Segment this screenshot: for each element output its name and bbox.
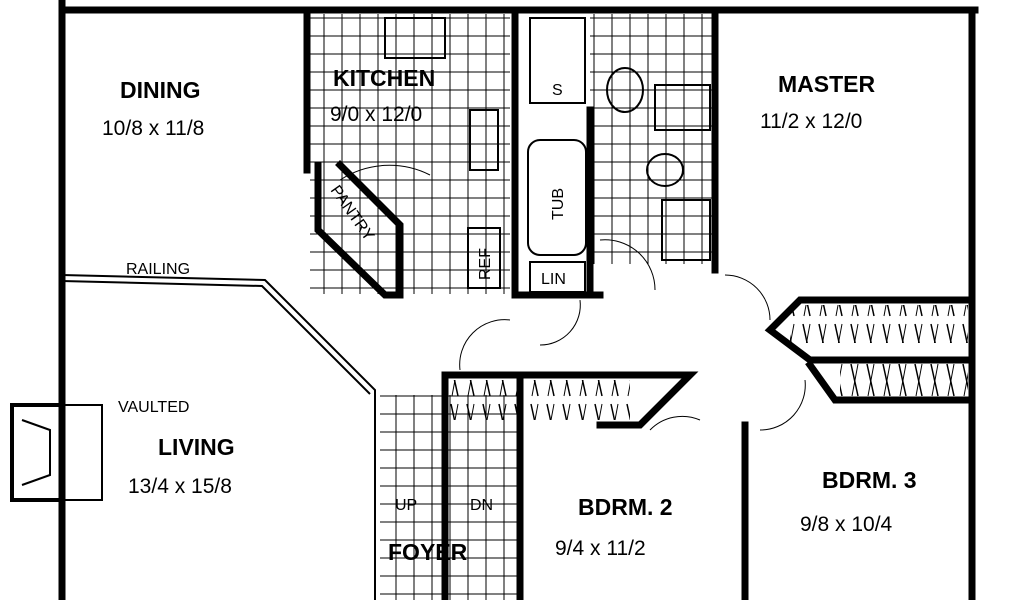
door-swing-hall: [539, 299, 581, 346]
door-swing-bdrm2: [649, 415, 701, 431]
bdrm3-closet-rods: [840, 362, 968, 398]
master-size: 11/2 x 12/0: [760, 110, 862, 133]
stairs-down-label: DN: [470, 497, 493, 514]
pantry-wall: [314, 160, 404, 299]
hearth: [61, 404, 103, 501]
dining-size: 10/8 x 11/8: [102, 117, 204, 140]
toilet-1: [606, 67, 644, 113]
bdrm2-size: 9/4 x 11/2: [555, 537, 646, 560]
living-note: VAULTED: [118, 399, 189, 416]
door-swing-foyer: [459, 319, 511, 371]
range: [469, 109, 499, 171]
bath-tile-floor: [590, 14, 715, 264]
bdrm3-label: BDRM. 3: [822, 467, 917, 493]
stairs-up-label: UP: [395, 497, 417, 514]
hall-closet-wall: [441, 371, 699, 429]
door-swing-bdrm3: [759, 379, 806, 431]
door-swing-master: [724, 274, 771, 321]
firebox: [21, 419, 51, 486]
sink-1: [654, 84, 711, 131]
master-closet-rods: [790, 305, 968, 343]
bdrm3-closet-wall: [805, 360, 976, 404]
master-closet-wall: [764, 296, 976, 364]
linen-label: LIN: [541, 271, 566, 288]
railing-line-inner: [61, 280, 371, 395]
linen-closet: [529, 261, 586, 293]
stair-treads: [380, 395, 520, 600]
kitchen-sink: [384, 17, 446, 59]
refrigerator: [467, 227, 501, 289]
master-label: MASTER: [778, 71, 876, 97]
tub-label: TUB: [550, 188, 567, 220]
door-swing-bath: [599, 239, 656, 291]
kitchen-size: 9/0 x 12/0: [330, 103, 422, 126]
railing-line: [61, 274, 376, 600]
door-swing-kitchen: [339, 164, 431, 181]
hall-closet-rods: [450, 380, 630, 420]
bathtub: [527, 139, 587, 256]
living-size: 13/4 x 15/8: [128, 475, 232, 498]
railing-label: RAILING: [126, 261, 190, 278]
shower-label: S: [552, 82, 563, 99]
ref-label: REF: [477, 248, 494, 280]
living-label: LIVING: [158, 434, 235, 460]
kitchen-label: KITCHEN: [333, 65, 435, 91]
dining-label: DINING: [120, 77, 201, 103]
bdrm2-label: BDRM. 2: [578, 494, 673, 520]
toilet-2: [646, 153, 684, 187]
kitchen-tile-floor: [310, 14, 510, 294]
foyer-label: FOYER: [388, 539, 468, 565]
shower: [529, 17, 586, 104]
fireplace: [10, 403, 64, 502]
sink-2: [661, 199, 711, 261]
bdrm3-size: 9/8 x 10/4: [800, 513, 893, 536]
